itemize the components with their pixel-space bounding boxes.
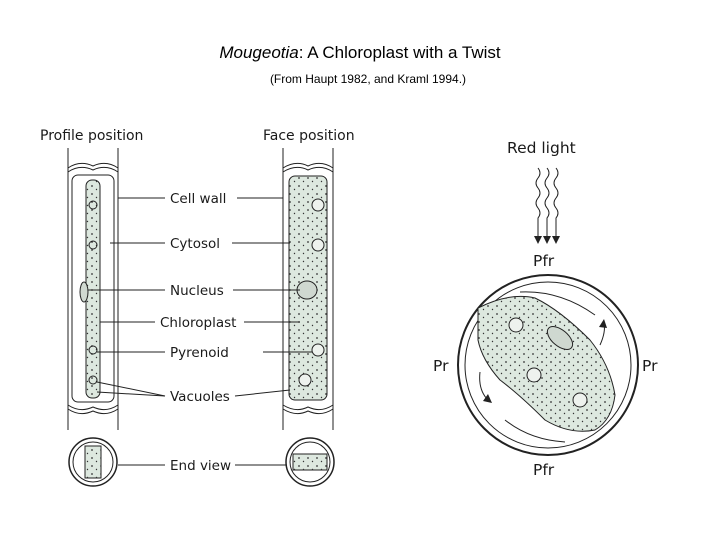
title-rest: : A Chloroplast with a Twist xyxy=(298,43,501,62)
label-text: End view xyxy=(170,458,231,474)
pyrenoid xyxy=(572,392,588,408)
label-red-light: Red light xyxy=(507,139,576,157)
end-view-profile xyxy=(68,437,118,487)
pyrenoid xyxy=(311,238,325,252)
label-text: Cytosol xyxy=(170,236,220,252)
label-cell-wall: Cell wall xyxy=(118,191,283,207)
figure-title: Mougeotia: A Chloroplast with a Twist xyxy=(0,43,720,63)
title-genus: Mougeotia xyxy=(219,43,299,62)
label-pyrenoid: Pyrenoid xyxy=(97,345,312,361)
label-text: Vacuoles xyxy=(170,389,230,405)
pyrenoid xyxy=(88,240,98,250)
header-face-position: Face position xyxy=(263,128,355,144)
red-light-wavy-arrows xyxy=(534,167,560,244)
pyrenoid xyxy=(526,367,542,383)
label-pfr-bottom: Pfr xyxy=(533,461,555,479)
label-pr-left: Pr xyxy=(433,357,449,375)
label-text: Pyrenoid xyxy=(170,345,229,361)
label-text: Cell wall xyxy=(170,191,226,207)
label-vacuoles: Vacuoles xyxy=(96,381,291,405)
nucleus xyxy=(546,326,574,350)
label-end-view: End view xyxy=(118,458,287,474)
face-cell xyxy=(282,148,334,430)
label-cytosol: Cytosol xyxy=(110,236,290,252)
label-pr-right: Pr xyxy=(642,357,658,375)
pyrenoid xyxy=(88,200,98,210)
pyrenoid xyxy=(508,317,524,333)
pyrenoid xyxy=(88,345,98,355)
pyrenoid xyxy=(311,343,325,357)
pyrenoid xyxy=(311,198,325,212)
nucleus xyxy=(79,281,89,303)
label-text: Chloroplast xyxy=(160,315,236,331)
header-profile-position: Profile position xyxy=(40,128,143,144)
pyrenoid xyxy=(88,375,98,385)
label-nucleus: Nucleus xyxy=(88,283,300,299)
pyrenoid xyxy=(298,373,312,387)
label-chloroplast: Chloroplast xyxy=(100,315,300,331)
cross-section xyxy=(457,274,639,456)
end-view-face xyxy=(285,437,335,487)
profile-cell xyxy=(67,148,119,430)
figure-subtitle: (From Haupt 1982, and Kraml 1994.) xyxy=(269,72,467,86)
label-text: Nucleus xyxy=(170,283,224,299)
label-pfr-top: Pfr xyxy=(533,252,555,270)
